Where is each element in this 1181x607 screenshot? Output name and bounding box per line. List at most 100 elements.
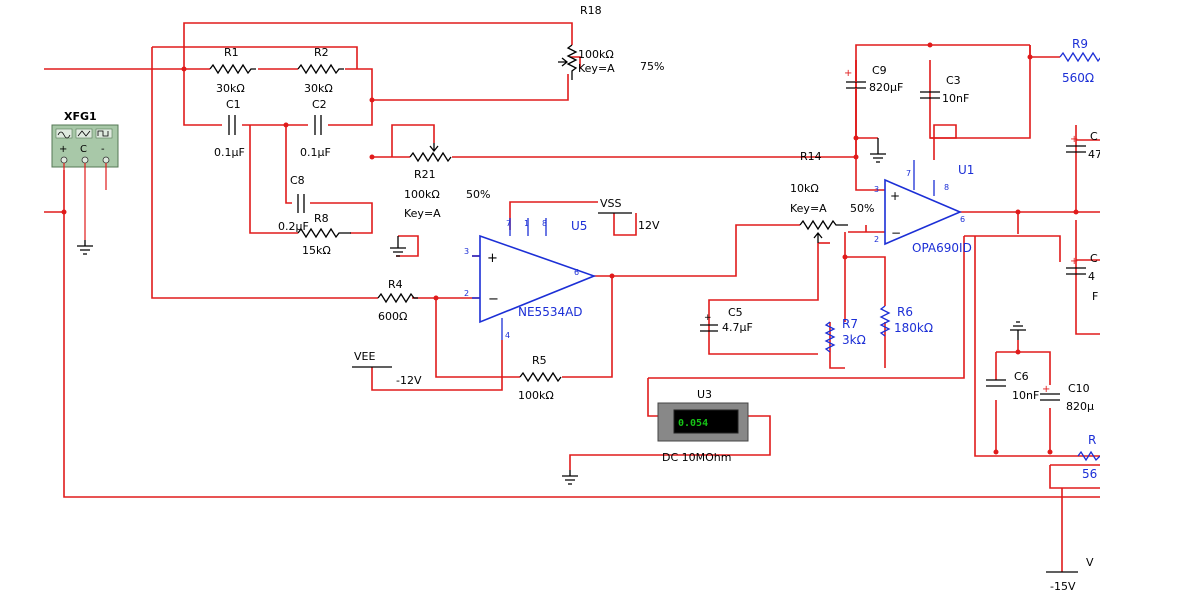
edge-r-value: 56	[1082, 467, 1097, 481]
right-margin	[1100, 0, 1181, 607]
r2-ref: R2	[314, 46, 329, 59]
edge-cap-a-value: 47	[1088, 148, 1102, 161]
potentiometer-R18[interactable]: R18 100kΩ 75% Key=A	[558, 4, 664, 80]
c10-value: 820µ	[1066, 400, 1094, 413]
c6-ref: C6	[1014, 370, 1029, 383]
svg-text:−: −	[891, 226, 901, 240]
r14-setting: 50%	[850, 202, 874, 215]
capacitor-C1[interactable]: C1 0.1µF	[214, 98, 245, 159]
vee-ref: VEE	[354, 350, 375, 363]
svg-text:2: 2	[464, 289, 469, 298]
square-wave-icon	[97, 130, 109, 137]
ground-symbol	[77, 240, 93, 255]
wire-network	[44, 22, 1100, 572]
capacitor-C5[interactable]: C5 + 4.7µF	[700, 306, 753, 334]
capacitor-C3[interactable]: C3 10nF	[920, 74, 969, 105]
c8-ref: C8	[290, 174, 305, 187]
r14-key: Key=A	[790, 202, 827, 215]
resistor-R1[interactable]: R1 30kΩ	[209, 46, 256, 95]
r1-value: 30kΩ	[216, 82, 245, 95]
edge-v-label: V	[1086, 556, 1094, 569]
c5-value: 4.7µF	[722, 321, 753, 334]
ground-symbol	[390, 236, 406, 257]
svg-text:+: +	[1070, 134, 1078, 145]
r18-value: 100kΩ	[578, 48, 614, 61]
edge-cap-a-ref: C	[1090, 130, 1098, 143]
c1-value: 0.1µF	[214, 146, 245, 159]
resistor-R9[interactable]: R9 560Ω	[1059, 37, 1105, 85]
ground-symbol	[1010, 321, 1026, 340]
r18-key: Key=A	[578, 62, 615, 75]
svg-text:+: +	[844, 68, 852, 79]
partial-components-right-edge: + C 47 + C 4 F R 56 V -15V	[1046, 130, 1102, 593]
c3-value: 10nF	[942, 92, 969, 105]
vee-value: -12V	[396, 374, 422, 387]
function-generator-XFG1[interactable]: XFG1 + C -	[51, 110, 119, 240]
edge-cap-b-value: 4	[1088, 270, 1095, 283]
r7-ref: R7	[842, 317, 858, 331]
r21-value: 100kΩ	[404, 188, 440, 201]
capacitor-C10[interactable]: + C10 820µ	[1040, 382, 1094, 413]
capacitor-C2[interactable]: C2 0.1µF	[300, 98, 331, 159]
c9-ref: C9	[872, 64, 887, 77]
junction-dots	[61, 42, 1079, 455]
potentiometer-R14[interactable]: R14 10kΩ Key=A 50%	[790, 150, 874, 243]
ground-symbol	[870, 138, 886, 163]
r9-ref: R9	[1072, 37, 1088, 51]
svg-text:7: 7	[506, 219, 511, 228]
r8-value: 15kΩ	[302, 244, 331, 257]
r2-value: 30kΩ	[304, 82, 333, 95]
resistor-R6[interactable]: R6 180kΩ	[879, 305, 933, 337]
svg-text:3: 3	[874, 185, 879, 194]
opamp-U5[interactable]: + − 7 1 8 6 3 2 4 U5 NE5534AD	[464, 218, 597, 340]
u1-part: OPA690ID	[912, 241, 972, 255]
svg-text:4: 4	[505, 331, 510, 340]
c3-ref: C3	[946, 74, 961, 87]
supply-VSS[interactable]: VSS 12V	[598, 197, 660, 232]
u3-ref: U3	[697, 388, 712, 401]
multimeter-U3[interactable]: U3 0.054 DC 10MOhm	[657, 388, 749, 464]
c6-value: 10nF	[1012, 389, 1039, 402]
capacitor-C6[interactable]: C6 10nF	[986, 370, 1039, 402]
vss-ref: VSS	[600, 197, 622, 210]
resistor-R7[interactable]: R7 3kΩ	[824, 317, 866, 353]
opamp-U1[interactable]: + − 7 8 3 2 6 U1 OPA690ID	[874, 160, 974, 255]
svg-text:6: 6	[960, 215, 965, 224]
r7-value: 3kΩ	[842, 333, 866, 347]
potentiometer-R21[interactable]: R21 100kΩ 50% Key=A	[404, 143, 490, 220]
r21-setting: 50%	[466, 188, 490, 201]
vss-value: 12V	[638, 219, 660, 232]
c10-ref: C10	[1068, 382, 1090, 395]
c8-value: 0.2µF	[278, 220, 309, 233]
r6-ref: R6	[897, 305, 913, 319]
capacitor-C8[interactable]: C8 0.2µF	[278, 174, 309, 233]
c5-ref: C5	[728, 306, 743, 319]
svg-text:+: +	[59, 144, 67, 155]
triangle-wave-icon	[77, 130, 91, 137]
svg-text:6: 6	[574, 268, 579, 277]
svg-text:1: 1	[524, 219, 529, 228]
edge-cap-b-ref: C	[1090, 252, 1098, 265]
r18-ref: R18	[580, 4, 602, 17]
resistor-R8[interactable]: R8 15kΩ	[297, 212, 351, 257]
edge-f-mark: F	[1092, 290, 1098, 303]
svg-text:3: 3	[464, 247, 469, 256]
capacitor-C9[interactable]: + C9 820µF	[844, 60, 903, 138]
meter-reading: 0.054	[678, 418, 708, 429]
resistor-R4[interactable]: R4 600Ω	[377, 278, 418, 323]
ground-symbol	[562, 470, 578, 485]
svg-text:+: +	[1042, 384, 1050, 395]
supply-VEE[interactable]: VEE -12V	[352, 350, 422, 387]
edge-r-ref: R	[1088, 433, 1096, 447]
r4-value: 600Ω	[378, 310, 407, 323]
resistor-R5[interactable]: R5 100kΩ	[518, 354, 562, 402]
r9-value: 560Ω	[1062, 71, 1094, 85]
edge-neg15: -15V	[1050, 580, 1076, 593]
resistor-R2[interactable]: R2 30kΩ	[297, 46, 344, 95]
svg-text:−: −	[488, 292, 499, 307]
r8-ref: R8	[314, 212, 329, 225]
r5-ref: R5	[532, 354, 547, 367]
c2-value: 0.1µF	[300, 146, 331, 159]
r4-ref: R4	[388, 278, 403, 291]
